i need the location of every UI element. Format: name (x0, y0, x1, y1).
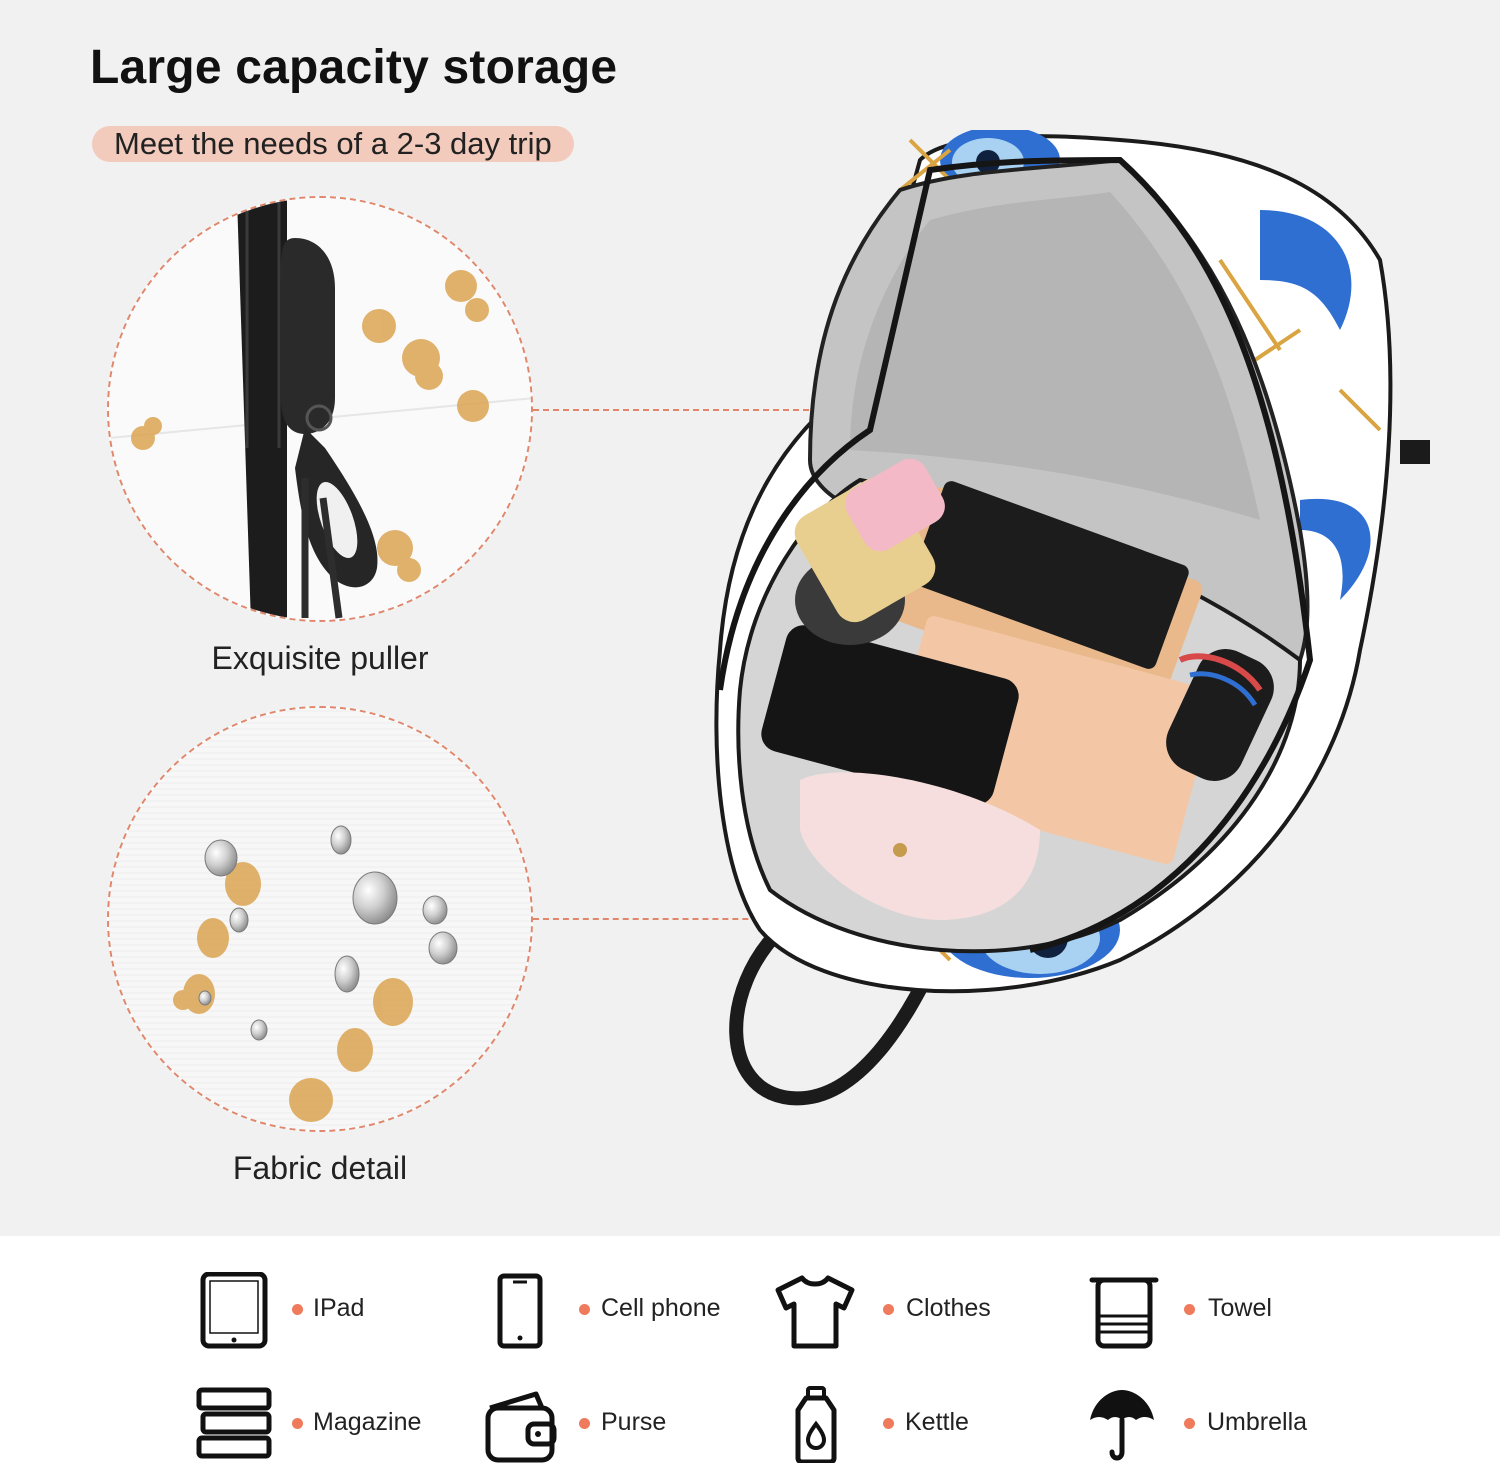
list-item-clothes: Clothes (772, 1272, 1032, 1352)
item-label: Purse (601, 1408, 667, 1436)
item-bullet (579, 1304, 590, 1315)
list-item-towel: Towel (1086, 1272, 1346, 1352)
list-item-magazine: Magazine (195, 1386, 455, 1463)
item-label: Kettle (905, 1408, 969, 1436)
wallet-icon (485, 1391, 557, 1463)
list-item-umbrella: Umbrella (1086, 1386, 1346, 1463)
leader-line-puller (533, 409, 859, 411)
item-bullet (883, 1418, 894, 1429)
books-icon (196, 1387, 272, 1459)
item-label: IPad (313, 1294, 365, 1322)
tablet-icon (200, 1272, 268, 1349)
capacity-items-grid: IPad Cell phone Clothes Towel (0, 1236, 1500, 1463)
page-title: Large capacity storage (90, 41, 618, 94)
list-item-cell-phone: Cell phone (480, 1272, 740, 1352)
phone-icon (497, 1273, 543, 1349)
item-label: Towel (1208, 1294, 1272, 1322)
leader-line-fabric (533, 918, 848, 920)
list-item-kettle: Kettle (772, 1386, 1032, 1463)
item-label: Cell phone (601, 1294, 721, 1322)
zipper-closeup-icon (109, 198, 531, 620)
towel-icon (1089, 1277, 1159, 1349)
bottle-icon (795, 1386, 837, 1463)
list-item-ipad: IPad (195, 1272, 455, 1352)
item-bullet (883, 1304, 894, 1315)
item-bullet (1184, 1304, 1195, 1315)
item-bullet (1184, 1418, 1195, 1429)
item-label: Clothes (906, 1294, 991, 1322)
zipper-caption: Exquisite puller (211, 640, 429, 676)
item-bullet (292, 1418, 303, 1429)
zipper-detail-image (107, 196, 533, 622)
item-label: Magazine (313, 1408, 422, 1436)
fabric-caption: Fabric detail (232, 1150, 408, 1186)
water-droplets-fabric-icon (109, 708, 531, 1130)
product-showcase: Large capacity storage Meet the needs of… (90, 41, 1430, 1186)
item-label: Umbrella (1207, 1408, 1308, 1436)
item-bullet (579, 1418, 590, 1429)
subtitle-pill: Meet the needs of a 2-3 day trip (92, 126, 574, 162)
item-bullet (292, 1304, 303, 1315)
open-backpack-image (714, 130, 1430, 1106)
tshirt-icon (775, 1275, 855, 1349)
umbrella-icon (1090, 1390, 1154, 1461)
fabric-detail-image (107, 706, 533, 1132)
list-item-purse: Purse (480, 1386, 740, 1463)
